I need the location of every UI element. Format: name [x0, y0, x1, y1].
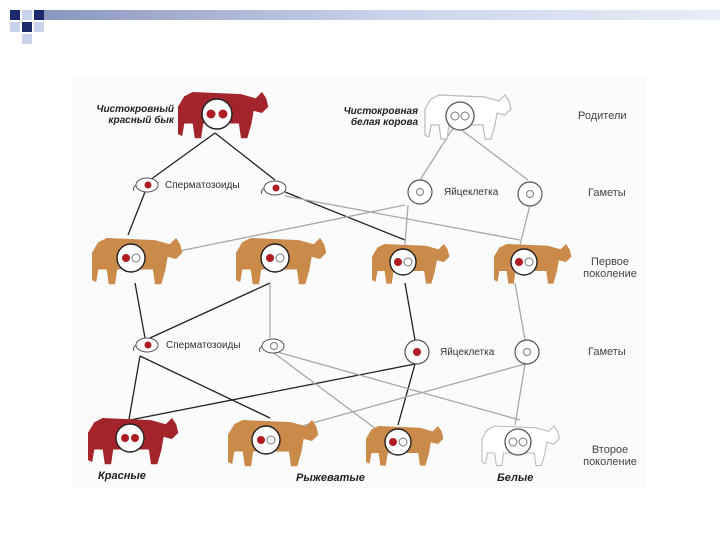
cow-label: Чистокровная белая корова [318, 106, 418, 128]
corner-square-navy-3 [34, 10, 44, 20]
f1-cow-3 [372, 244, 450, 284]
result-label-red: Красные [98, 470, 146, 482]
corner-square-light-4 [22, 34, 32, 44]
cow-label-line1: Чистокровная [343, 106, 418, 117]
f2-red-cow [88, 418, 179, 465]
egg-label-2: Яйцеклетка [440, 347, 495, 358]
sperm-red-3 [132, 337, 159, 353]
bull-label-line2: красный бык [108, 115, 174, 126]
result-label-roan: Рыжеватые [296, 472, 365, 484]
f1-cow-1 [92, 238, 183, 285]
f1-cow-4 [494, 244, 572, 284]
corner-square-light-2 [34, 22, 44, 32]
f2-roan-cow-2 [366, 426, 444, 466]
bull-label: Чистокровный красный бык [70, 104, 174, 126]
corner-square-navy-2 [22, 22, 32, 32]
corner-square-navy-1 [10, 10, 20, 20]
row-label-first-gen: Первое поколение [580, 256, 640, 280]
egg-white-2 [517, 181, 543, 207]
red-bull [178, 92, 269, 139]
row-label-gametes-1: Гаметы [588, 187, 626, 199]
connection-lines-dark [127, 132, 416, 426]
sperm-red-1 [132, 177, 159, 193]
row-label-first-gen-line2: поколение [583, 268, 637, 280]
f2-roan-cow-1 [228, 420, 319, 467]
sperm-red-2 [260, 180, 287, 196]
f2-white-cow [481, 425, 560, 467]
white-cow [424, 94, 512, 140]
corner-square-light-3 [10, 22, 20, 32]
row-label-second-gen: Второе поколение [580, 444, 640, 468]
row-label-parents: Родители [578, 110, 627, 122]
connection-lines-gray [144, 124, 531, 433]
sperm-label-1: Сперматозоиды [165, 180, 240, 191]
sperm-white-1 [258, 338, 285, 354]
sperm-label-2: Сперматозоиды [166, 340, 241, 351]
row-label-gametes-2: Гаметы [588, 346, 626, 358]
corner-square-light-1 [22, 10, 32, 20]
title-bar [44, 10, 720, 20]
egg-white-3 [514, 339, 540, 365]
row-label-second-gen-line1: Второе [591, 444, 629, 456]
bull-label-line1: Чистокровный [96, 104, 174, 115]
f1-cow-2 [236, 238, 327, 285]
row-label-first-gen-line1: Первое [590, 256, 630, 268]
egg-white-1 [407, 179, 433, 205]
result-label-white: Белые [497, 472, 534, 484]
egg-red-1 [404, 339, 430, 365]
row-label-second-gen-line2: поколение [583, 456, 637, 468]
cow-label-line2: белая корова [350, 117, 418, 128]
egg-label-1: Яйцеклетка [444, 187, 499, 198]
